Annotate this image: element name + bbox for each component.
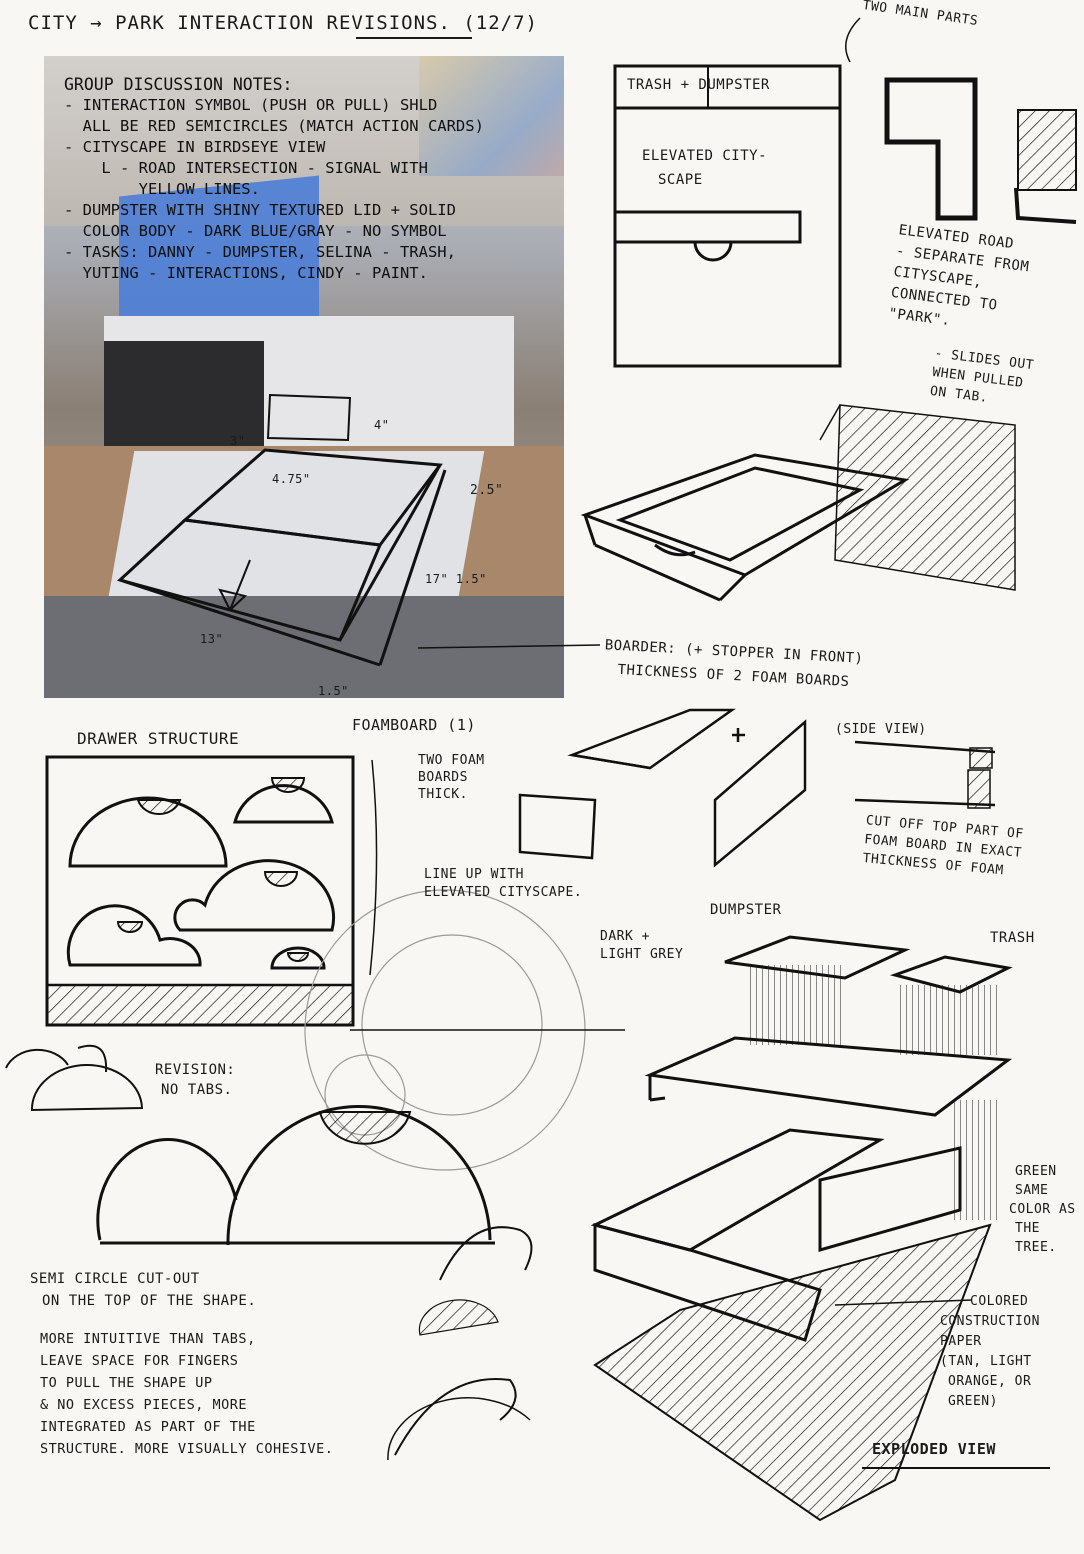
dark-light-grey-line-2: LIGHT GREY <box>600 947 684 962</box>
revision-line-1: REVISION: <box>155 1062 236 1078</box>
colored-paper-line-3: PAPER <box>940 1334 982 1349</box>
label-trash: TRASH <box>990 930 1035 946</box>
colored-paper-line-6: GREEN) <box>948 1394 998 1409</box>
label-revision: REVISION: NO TABS. <box>155 1060 235 1100</box>
dark-light-grey-line-1: DARK + <box>600 929 650 944</box>
green-line-5: TREE. <box>1015 1240 1057 1255</box>
note-line-2: ALL BE RED SEMICIRCLES (MATCH ACTION CAR… <box>64 117 484 135</box>
intuitive-line-3: TO PULL THE SHAPE UP <box>40 1375 213 1391</box>
front-view-box <box>613 64 842 368</box>
green-line-1: GREEN <box>1015 1164 1057 1179</box>
note-line-7: COLOR BODY - DARK BLUE/GRAY - NO SYMBOL <box>64 222 447 240</box>
photo-dark-opening <box>104 341 264 456</box>
drawer-structure-box <box>45 755 355 1027</box>
colored-paper-line-2: CONSTRUCTION <box>940 1314 1040 1329</box>
label-semicircle: SEMI CIRCLE CUT-OUT ON THE TOP OF THE SH… <box>30 1268 256 1312</box>
label-green: GREEN SAME COLOR AS THE TREE. <box>1009 1162 1076 1257</box>
green-line-4: THE <box>1015 1221 1040 1236</box>
note-line-8: - TASKS: DANNY - DUMPSTER, SELINA - TRAS… <box>64 243 456 261</box>
line-up-line-1: LINE UP WITH <box>424 867 524 882</box>
label-two-foam: TWO FOAM BOARDS THICK. <box>418 752 485 803</box>
label-dumpster: DUMPSTER <box>710 902 782 918</box>
label-colored-paper: COLORED CONSTRUCTION PAPER (TAN, LIGHT O… <box>940 1292 1040 1412</box>
label-elevated-city-1: ELEVATED CITY- <box>642 148 768 164</box>
revision-semicircle <box>5 1044 495 1246</box>
line-up-line-2: ELEVATED CITYSCAPE. <box>424 885 583 900</box>
two-foam-line-2: BOARDS <box>418 770 468 785</box>
intuitive-line-1: MORE INTUITIVE THAN TABS, <box>40 1331 256 1347</box>
label-dark-light-grey: DARK + LIGHT GREY <box>600 928 683 964</box>
note-line-9: YUTING - INTERACTIONS, CINDY - PAINT. <box>64 264 428 282</box>
page-title: CITY → PARK INTERACTION REVISIONS. (12/7… <box>28 12 538 34</box>
dim-2-5: 2.5" <box>470 483 504 498</box>
semicircle-line-2: ON THE TOP OF THE SHAPE. <box>42 1293 257 1309</box>
two-foam-line-1: TWO FOAM <box>418 753 485 768</box>
hand-sketch <box>387 1226 533 1461</box>
label-exploded-view: EXPLODED VIEW <box>872 1440 996 1458</box>
two-foam-line-3: THICK. <box>418 787 468 802</box>
semicircle-line-1: SEMI CIRCLE CUT-OUT <box>30 1271 200 1287</box>
group-notes: GROUP DISCUSSION NOTES: - INTERACTION SY… <box>64 74 484 284</box>
drawer-perspective <box>580 404 1016 602</box>
label-line-up: LINE UP WITH ELEVATED CITYSCAPE. <box>424 866 582 902</box>
note-line-3: - CITYSCAPE IN BIRDSEYE VIEW <box>64 138 326 156</box>
label-elevated-city-2: SCAPE <box>658 172 703 188</box>
intuitive-line-6: STRUCTURE. MORE VISUALLY COHESIVE. <box>40 1441 334 1457</box>
dim-4-75: 4.75" <box>272 472 311 486</box>
dim-13: 13" <box>200 632 224 646</box>
note-line-5: YELLOW LINES. <box>64 180 260 198</box>
revision-line-2: NO TABS. <box>161 1082 233 1098</box>
label-intuitive: MORE INTUITIVE THAN TABS, LEAVE SPACE FO… <box>40 1328 333 1460</box>
label-drawer-structure: DRAWER STRUCTURE <box>77 729 240 748</box>
dim-1-5: 1.5" <box>318 684 349 698</box>
photo-tray-sketch <box>116 393 447 667</box>
green-line-3: COLOR AS <box>1009 1202 1076 1217</box>
note-line-6: - DUMPSTER WITH SHINY TEXTURED LID + SOL… <box>64 201 456 219</box>
exploded-view <box>590 935 1013 1522</box>
dim-4: 4" <box>374 418 390 432</box>
label-trash-dumpster: TRASH + DUMPSTER <box>627 77 770 93</box>
green-line-2: SAME <box>1015 1183 1049 1198</box>
notes-heading: GROUP DISCUSSION NOTES: <box>64 75 293 94</box>
foamboard-pieces <box>518 708 996 868</box>
colored-paper-line-1: COLORED <box>970 1294 1029 1309</box>
colored-paper-line-5: ORANGE, OR <box>948 1374 1032 1389</box>
note-line-1: - INTERACTION SYMBOL (PUSH OR PULL) SHLD <box>64 96 438 114</box>
dim-3: 3" <box>230 434 246 448</box>
leader-lines <box>350 17 1050 1469</box>
intuitive-line-2: LEAVE SPACE FOR FINGERS <box>40 1353 239 1369</box>
label-foamboard: FOAMBOARD (1) <box>352 716 476 734</box>
label-slides-out: - SLIDES OUT WHEN PULLED ON TAB. <box>929 344 1035 413</box>
photo-poster <box>419 56 564 176</box>
reference-photo: GROUP DISCUSSION NOTES: - INTERACTION SY… <box>44 56 564 698</box>
dim-17: 17" 1.5" <box>425 572 487 586</box>
label-elevated-road: ELEVATED ROAD - SEPARATE FROM CITYSCAPE,… <box>887 220 1033 341</box>
intuitive-line-4: & NO EXCESS PIECES, MORE <box>40 1397 248 1413</box>
intuitive-line-5: INTEGRATED AS PART OF THE <box>40 1419 256 1435</box>
note-line-4: L - ROAD INTERSECTION - SIGNAL WITH <box>64 159 428 177</box>
two-main-parts-shapes <box>884 77 1077 224</box>
label-side-view: (SIDE VIEW) <box>835 722 927 737</box>
colored-paper-line-4: (TAN, LIGHT <box>940 1354 1032 1369</box>
